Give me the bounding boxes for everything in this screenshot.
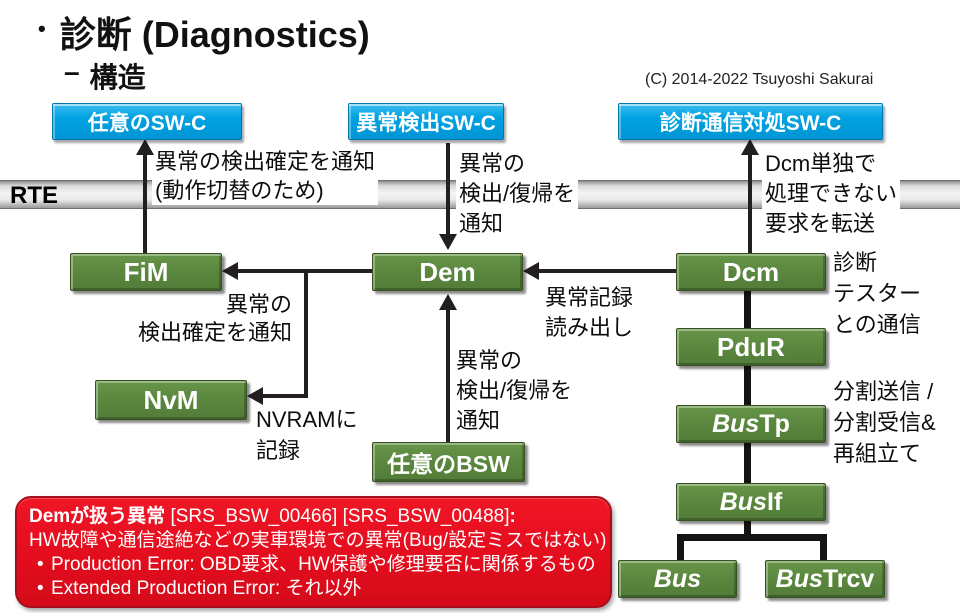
box-bus: Bus xyxy=(618,560,737,598)
arrow-dcm-to-swcdiag-line xyxy=(748,152,752,253)
label-notify-detect-confirm: 異常の検出確定を通知 (動作切替のため) xyxy=(152,147,379,205)
title-bullet-icon: • xyxy=(38,16,46,41)
subtitle-text: 構造 xyxy=(89,62,146,93)
box-nvm: NvM xyxy=(95,380,247,420)
label-dcm-forward: Dcm単独で 処理できない 要求を転送 xyxy=(762,149,901,239)
rte-label: RTE xyxy=(10,182,58,209)
label-notify-detect-recover-bottom: 異常の 検出/復帰を 通知 xyxy=(456,348,573,433)
box-pdur-label: PduR xyxy=(717,331,785,362)
arrow-fim-to-swc-line xyxy=(143,152,147,253)
note-item-text: Production Error: OBD要求、HW保護や修理要否に関係するもの xyxy=(51,554,596,575)
box-dcm: Dcm xyxy=(676,253,826,291)
box-dem-label: Dem xyxy=(419,256,476,287)
box-swc-any: 任意のSW-C xyxy=(52,103,242,140)
arrow-bsw-to-dem-line xyxy=(446,308,450,442)
box-swc-detect: 異常検出SW-C xyxy=(348,103,504,140)
arrow-dem-to-fim-head xyxy=(222,262,238,280)
label-nvram-record: NVRAMに 記録 xyxy=(256,407,358,463)
arrow-dcm-to-dem-line xyxy=(538,269,676,273)
box-busif-label-suffix: If xyxy=(766,487,783,516)
note-line2: HW故障や通信途絶などの実車環境での異常(Bug/設定ミスではない) xyxy=(29,530,607,551)
arrow-fim-to-swc-head xyxy=(136,139,154,155)
box-fim-label: FiM xyxy=(123,256,169,287)
connector-dcm-pdur xyxy=(744,290,751,330)
box-dcm-label: Dcm xyxy=(722,256,780,287)
box-fim: FiM xyxy=(70,253,222,291)
arrow-dcm-to-dem-head xyxy=(523,262,539,280)
note-bullet-icon: • xyxy=(37,554,44,575)
copyright-text: (C) 2014-2022 Tsuyoshi Sakurai xyxy=(645,71,874,88)
label-notify-detect-confirm-fim: 異常の 検出確定を通知 xyxy=(137,292,292,345)
arrow-dem-to-nvm-vline xyxy=(304,269,308,398)
note-box-dem-errors: Demが扱う異常 [SRS_BSW_00466] [SRS_BSW_00488]… xyxy=(15,496,612,608)
box-nvm-label: NvM xyxy=(143,384,199,415)
box-bus-label-bus: Bus xyxy=(653,564,702,593)
label-error-record-read: 異常記録 読み出し xyxy=(545,285,634,340)
box-swc-diag: 診断通信対処SW-C xyxy=(618,103,883,140)
subtitle-dash: – xyxy=(64,56,80,87)
label-diag-tester-comm: 診断 テスター との通信 xyxy=(833,250,922,337)
note-bullet-item: • Extended Production Error: それ以外 xyxy=(29,577,600,601)
note-bullet-item: • Production Error: OBD要求、HW保護や修理要否に関係する… xyxy=(29,553,600,577)
note-title-bold: Demが扱う異常 xyxy=(29,506,166,527)
box-bustrcv-label-suffix: Trcv xyxy=(822,564,875,593)
note-item-text: Extended Production Error: それ以外 xyxy=(51,578,362,599)
subtitle: – 構造 xyxy=(64,56,146,96)
box-swc-diag-label: 診断通信対処SW-C xyxy=(659,111,842,135)
box-bustp-label-suffix: Tp xyxy=(759,409,790,438)
box-swc-detect-label: 異常検出SW-C xyxy=(356,111,496,135)
arrow-dem-to-nvm-hline xyxy=(262,394,308,398)
box-swc-any-label: 任意のSW-C xyxy=(87,111,207,135)
arrow-bsw-to-dem-head xyxy=(439,294,457,310)
label-notify-detect-recover-top: 異常の 検出/復帰を 通知 xyxy=(456,149,579,239)
box-bustrcv-label-bus: Bus xyxy=(775,564,823,593)
title-text: 診断 (Diagnostics) xyxy=(59,14,370,55)
arrow-dcm-to-swcdiag-head xyxy=(741,139,759,155)
connector-split-to-bustrcv xyxy=(820,534,827,562)
box-pdur: PduR xyxy=(676,328,826,366)
note-title-colon: : xyxy=(509,506,516,527)
box-dem: Dem xyxy=(372,253,523,291)
note-title-refs: [SRS_BSW_00466] [SRS_BSW_00488] xyxy=(165,506,510,527)
page-title: • 診断 (Diagnostics) xyxy=(38,6,370,58)
label-split-transfer: 分割送信 / 分割受信& 再組立て xyxy=(833,379,936,466)
box-bustp-label-bus: Bus xyxy=(712,409,760,438)
connector-split-bar xyxy=(677,534,827,541)
connector-split-to-bus xyxy=(677,534,684,562)
box-bsw-any: 任意のBSW xyxy=(372,442,525,482)
connector-pdur-bustp xyxy=(744,364,751,407)
connector-bustp-busif xyxy=(744,441,751,485)
arrow-swcdetect-to-dem-head xyxy=(439,234,457,250)
box-busif-label-bus: Bus xyxy=(719,487,767,516)
arrow-dem-to-nvm-head xyxy=(247,387,263,405)
note-bullet-icon: • xyxy=(37,578,44,599)
arrow-swcdetect-to-dem-line xyxy=(446,143,450,236)
box-bsw-any-label: 任意のBSW xyxy=(387,451,510,477)
note-title-line: Demが扱う異常 [SRS_BSW_00466] [SRS_BSW_00488]… xyxy=(29,505,600,529)
connector-busif-split xyxy=(744,519,751,537)
